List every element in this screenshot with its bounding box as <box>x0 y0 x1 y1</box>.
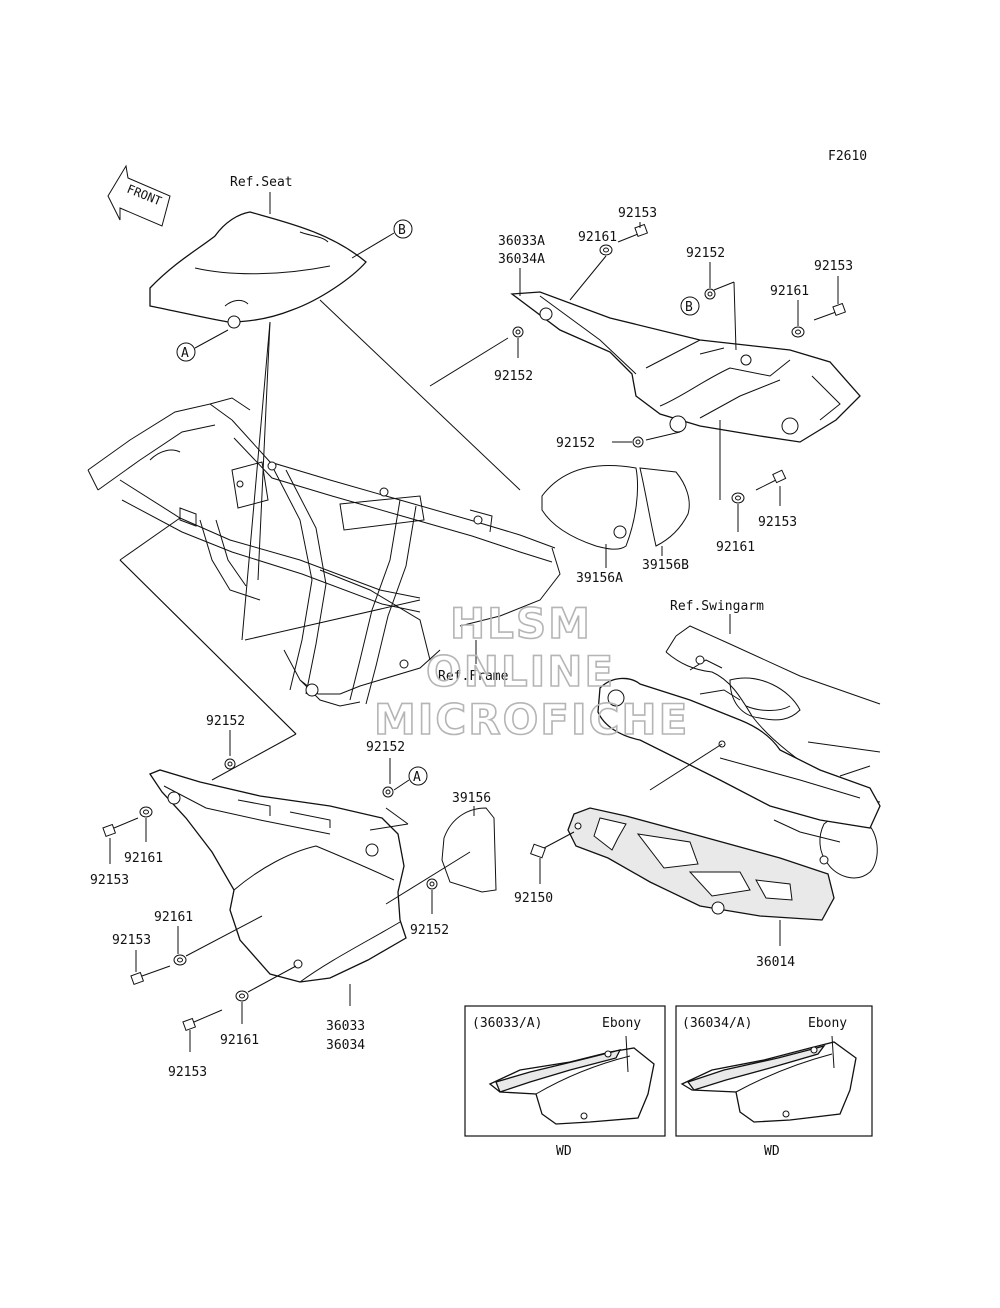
part-39156: 39156 <box>452 791 491 806</box>
part-92153-d: 92153 <box>90 873 129 888</box>
watermark: HLSM ONLINE MICROFICHE <box>373 598 689 745</box>
part-92161-b: 92161 <box>770 284 809 299</box>
callout-b-seat-letter: B <box>398 223 406 238</box>
frame-reference-shape <box>87 397 561 707</box>
pad-39156 <box>441 807 497 893</box>
callout-b-cover: B <box>680 296 700 316</box>
bolt-icon <box>813 302 847 321</box>
pad-39156B <box>639 467 690 547</box>
washer-icon <box>235 990 249 1002</box>
part-36033: 36033 <box>326 1019 365 1034</box>
part-92152-c: 92152 <box>556 436 595 451</box>
ref-frame-label: Ref.Frame <box>438 669 509 684</box>
washer-icon <box>791 326 805 338</box>
part-92152-f: 92152 <box>410 923 449 938</box>
inset-36033: (36033/A) Ebony <box>464 1005 666 1137</box>
swingarm-arm <box>597 677 881 829</box>
upper-side-cover <box>510 291 861 443</box>
part-92161-d: 92161 <box>124 851 163 866</box>
bolt-icon <box>617 223 649 243</box>
inset-right-color: Ebony <box>808 1016 847 1031</box>
grommet-icon <box>382 786 394 798</box>
callout-a-seat-letter: A <box>181 346 189 361</box>
part-92161-c: 92161 <box>716 540 755 555</box>
washer-icon <box>139 806 153 818</box>
grommet-icon <box>224 758 236 770</box>
part-92152-b: 92152 <box>686 246 725 261</box>
front-arrow-icon: FRONT <box>107 164 171 227</box>
grommet-icon <box>426 878 438 890</box>
washer-icon <box>599 244 613 256</box>
inset-right-model: WD <box>764 1144 780 1159</box>
inset-left-model: WD <box>556 1144 572 1159</box>
figure-code: F2610 <box>828 149 867 164</box>
part-92150: 92150 <box>514 891 553 906</box>
watermark-line-2: ONLINE <box>426 647 615 696</box>
grommet-icon <box>512 326 524 338</box>
ref-swingarm-label: Ref.Swingarm <box>670 599 764 614</box>
lower-side-cover <box>149 769 407 983</box>
part-92152-e: 92152 <box>366 740 405 755</box>
pad-39156A <box>541 465 639 550</box>
bolt-icon <box>530 831 575 859</box>
callout-a-cover-letter: A <box>413 770 421 785</box>
grommet-icon <box>632 436 644 448</box>
watermark-line-3: MICROFICHE <box>374 695 689 744</box>
bolt-icon <box>182 1009 223 1032</box>
part-92153-b: 92153 <box>814 259 853 274</box>
part-39156B: 39156B <box>642 558 689 573</box>
bolt-icon <box>755 469 787 491</box>
watermark-line-1: HLSM <box>450 599 592 648</box>
part-92161-f: 92161 <box>220 1033 259 1048</box>
part-92152-d: 92152 <box>206 714 245 729</box>
grommet-icon <box>704 288 716 300</box>
part-36033A: 36033A <box>498 234 545 249</box>
part-36034A: 36034A <box>498 252 545 267</box>
inset-right-code: (36034/A) <box>682 1016 752 1031</box>
part-92152-a: 92152 <box>494 369 533 384</box>
bolt-icon <box>130 965 171 986</box>
callout-b-seat: B <box>351 219 413 259</box>
part-36034: 36034 <box>326 1038 365 1053</box>
callout-a-cover: A <box>393 766 428 791</box>
chain-guard <box>567 807 835 921</box>
washer-icon <box>173 954 187 966</box>
part-92153-c: 92153 <box>758 515 797 530</box>
seat-reference-shape <box>149 211 367 329</box>
callout-a-seat: A <box>176 329 229 362</box>
part-92161-a: 92161 <box>578 230 617 245</box>
inset-left-color: Ebony <box>602 1016 641 1031</box>
callout-b-cover-letter: B <box>685 300 693 315</box>
inset-left-code: (36033/A) <box>472 1016 542 1031</box>
part-92161-e: 92161 <box>154 910 193 925</box>
inset-36034: (36034/A) Ebony <box>675 1005 873 1137</box>
part-92153-a: 92153 <box>618 206 657 221</box>
part-92153-e: 92153 <box>112 933 151 948</box>
part-39156A: 39156A <box>576 571 623 586</box>
part-92153-f: 92153 <box>168 1065 207 1080</box>
part-36014: 36014 <box>756 955 795 970</box>
ref-seat-label: Ref.Seat <box>230 175 293 190</box>
bolt-icon <box>102 817 139 838</box>
washer-icon <box>731 492 745 504</box>
